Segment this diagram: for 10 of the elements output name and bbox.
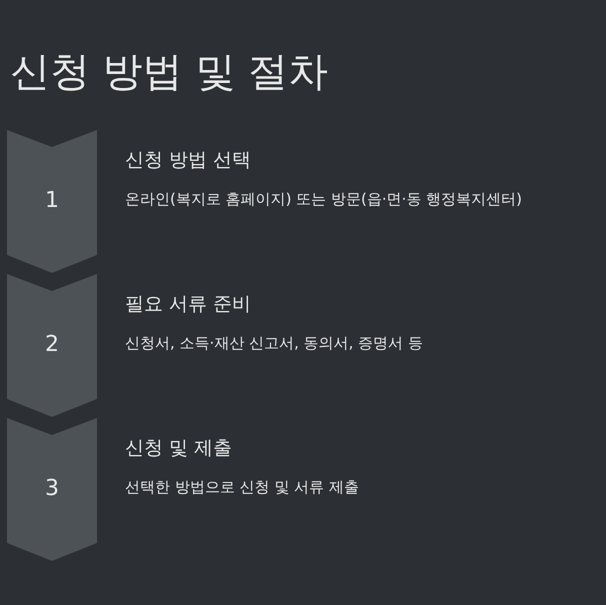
step-description: 신청서, 소득·재산 신고서, 동의서, 증명서 등 [125, 333, 423, 354]
step-number: 3 [44, 476, 60, 502]
step-heading: 신청 및 제출 [125, 436, 232, 460]
step-description: 선택한 방법으로 신청 및 서류 제출 [125, 477, 359, 498]
step-number: 2 [44, 332, 60, 358]
title: 신청 방법 및 절차 [10, 48, 328, 96]
step-description: 온라인(복지로 홈페이지) 또는 방문(읍·면·동 행정복지센터) [125, 189, 522, 210]
step-number: 1 [44, 188, 60, 214]
step-heading: 신청 방법 선택 [125, 148, 252, 172]
step-heading: 필요 서류 준비 [125, 292, 252, 316]
